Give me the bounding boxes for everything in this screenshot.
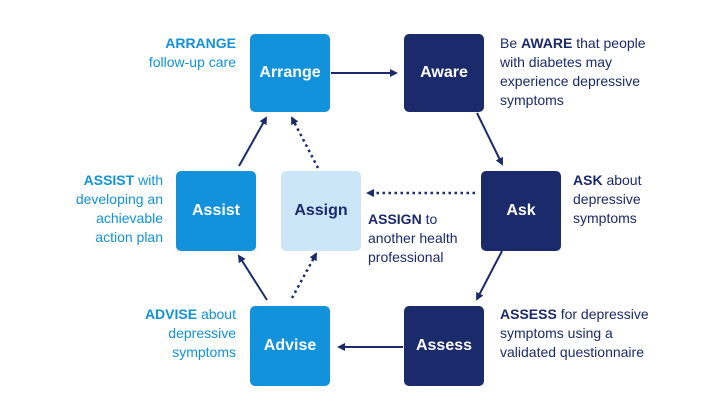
arrow-advise-to-assist [237, 254, 268, 301]
arrange-note: ARRANGE follow-up care [110, 34, 236, 72]
arrange-box: Arrange [250, 34, 330, 112]
assist-box: Assist [176, 171, 256, 251]
dotted-arrow-advise-to-assign [290, 252, 318, 299]
aware-prefix: Be [500, 35, 522, 51]
ask-text: about depressive symptoms [573, 172, 642, 226]
assist-note: ASSIST with developing an achievable act… [70, 171, 163, 247]
advise-box: Advise [250, 306, 330, 386]
ask-box: Ask [481, 171, 561, 251]
aware-text: that people with diabetes may experience… [500, 35, 646, 108]
assess-note: ASSESS for depressive symptoms using a v… [500, 305, 650, 362]
advise-keyword: ADVISE [144, 306, 198, 322]
aware-note: Be AWARE that people with diabetes may e… [500, 34, 655, 110]
arrow-assist-to-arrange [238, 116, 267, 167]
ask-note: ASK about depressive symptoms [573, 171, 673, 228]
assign-note: ASSIGN to another health professional [368, 210, 468, 267]
arrange-text: follow-up care [148, 54, 236, 70]
arrow-ask-to-assess [476, 250, 503, 301]
ask-keyword: ASK [573, 172, 603, 188]
advise-note: ADVISE about depressive symptoms [120, 305, 236, 362]
advise-text: about depressive symptoms [168, 306, 236, 360]
assign-text: to another health professional [368, 211, 458, 265]
assist-text: with developing an achievable action pla… [75, 172, 163, 245]
assist-keyword: ASSIST [83, 172, 135, 188]
assign-keyword: ASSIGN [368, 211, 422, 227]
arrange-keyword: ARRANGE [165, 35, 236, 51]
arrow-aware-to-ask [476, 112, 503, 166]
assess-box: Assess [404, 306, 484, 386]
assess-text: for depressive symptoms using a validate… [500, 306, 649, 360]
assess-keyword: ASSESS [500, 306, 557, 322]
aware-box: Aware [404, 34, 484, 112]
aware-keyword: AWARE [521, 35, 573, 51]
assign-box: Assign [281, 171, 361, 251]
dotted-arrow-assign-to-arrange [290, 116, 320, 169]
